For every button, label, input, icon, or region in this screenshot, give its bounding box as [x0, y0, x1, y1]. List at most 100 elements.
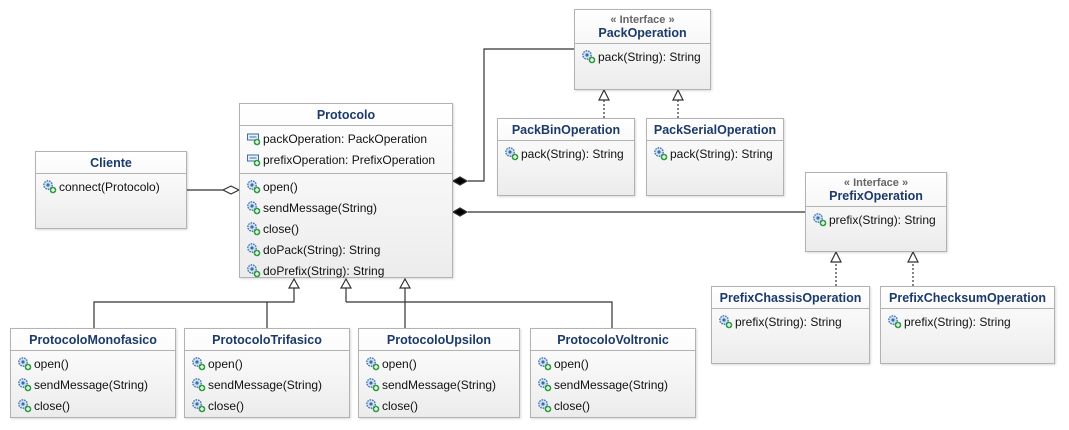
operation-row[interactable]: close() — [11, 395, 175, 416]
generalization-arrowhead — [339, 277, 353, 289]
operation-row[interactable]: open() — [240, 176, 452, 197]
class-prefixchassisoperation[interactable]: PrefixChassisOperation prefix(String): S… — [711, 286, 870, 364]
operations-compartment: prefix(String): String — [806, 207, 946, 233]
operations-compartment: pack(String): String — [647, 141, 783, 167]
class-name: Protocolo — [316, 108, 376, 122]
operation-label: open() — [208, 356, 243, 371]
operation-row[interactable]: sendMessage(String) — [185, 374, 349, 395]
class-protocolovoltronic[interactable]: ProtocoloVoltronic open() sendMessage(St… — [530, 328, 696, 418]
operation-icon — [43, 180, 57, 194]
operation-icon — [366, 399, 380, 413]
operation-icon — [192, 378, 206, 392]
class-cliente[interactable]: Cliente connect(Protocolo) — [35, 151, 187, 229]
operations-compartment: open() sendMessage(String) close() — [531, 351, 695, 419]
operation-row[interactable]: pack(String): String — [498, 143, 634, 164]
operation-row[interactable]: connect(Protocolo) — [36, 176, 186, 197]
composition-diamond-pack — [451, 176, 469, 186]
operation-icon — [538, 378, 552, 392]
operation-icon — [247, 243, 261, 257]
class-protocolotrifasico[interactable]: ProtocoloTrifasico open() sendMessage(St… — [184, 328, 350, 418]
realization-arrowhead — [830, 250, 842, 263]
operations-compartment: open() sendMessage(String) close() doPac… — [240, 174, 452, 284]
operations-compartment: connect(Protocolo) — [36, 174, 186, 200]
operation-row[interactable]: sendMessage(String) — [11, 374, 175, 395]
class-protocoloupsilon[interactable]: ProtocoloUpsilon open() sendMessage(Stri… — [358, 328, 520, 418]
interface-packoperation[interactable]: « Interface » PackOperation pack(String)… — [574, 9, 711, 90]
operation-row[interactable]: close() — [531, 395, 695, 416]
generalization-voltronic — [346, 301, 613, 328]
stereotype-label: « Interface » — [610, 14, 675, 26]
operation-row[interactable]: prefix(String): String — [881, 311, 1054, 332]
operation-label: open() — [554, 356, 589, 371]
operation-row[interactable]: doPrefix(String): String — [240, 260, 452, 281]
generalization-arrowhead — [287, 277, 301, 289]
class-name: ProtocoloMonofasico — [29, 333, 157, 347]
generalization-monofasico — [93, 288, 295, 328]
operation-row[interactable]: prefix(String): String — [806, 209, 946, 230]
realization-arrowhead — [598, 88, 610, 101]
attribute-icon — [247, 133, 261, 146]
class-packbinoperation[interactable]: PackBinOperation pack(String): String — [497, 118, 635, 196]
operation-icon — [654, 147, 668, 161]
class-header: « Interface » PrefixOperation — [806, 173, 946, 207]
operation-label: close() — [263, 221, 300, 236]
operations-compartment: open() sendMessage(String) close() — [359, 351, 519, 419]
operation-row[interactable]: sendMessage(String) — [359, 374, 519, 395]
operation-icon — [538, 357, 552, 371]
attribute-icon — [247, 154, 261, 167]
attribute-row[interactable]: packOperation: PackOperation — [240, 128, 452, 149]
attribute-row[interactable]: prefixOperation: PrefixOperation — [240, 149, 452, 170]
operation-label: doPack(String): String — [263, 242, 381, 257]
operation-label: close() — [554, 398, 591, 413]
stereotype-label: « Interface » — [843, 177, 909, 189]
class-name: PackOperation — [598, 26, 687, 40]
class-packserialoperation[interactable]: PackSerialOperation pack(String): String — [646, 118, 784, 196]
operation-label: sendMessage(String) — [554, 377, 669, 392]
operation-row[interactable]: sendMessage(String) — [531, 374, 695, 395]
operation-label: open() — [382, 356, 417, 371]
operation-row[interactable]: open() — [531, 353, 695, 374]
operation-label: close() — [34, 398, 71, 413]
operation-row[interactable]: open() — [185, 353, 349, 374]
operation-row[interactable]: close() — [185, 395, 349, 416]
class-header: PackSerialOperation — [647, 119, 783, 141]
interface-prefixoperation[interactable]: « Interface » PrefixOperation prefix(Str… — [805, 172, 947, 252]
operation-label: close() — [382, 398, 419, 413]
class-protocolo[interactable]: Protocolo packOperation: PackOperation p… — [239, 103, 453, 278]
class-protocolomonofasico[interactable]: ProtocoloMonofasico open() sendMessage(S… — [10, 328, 176, 418]
operation-row[interactable]: prefix(String): String — [712, 311, 869, 332]
class-header: ProtocoloVoltronic — [531, 329, 695, 351]
class-prefixchecksumoperation[interactable]: PrefixChecksumOperation prefix(String): … — [880, 286, 1055, 364]
operations-compartment: pack(String): String — [575, 44, 710, 70]
class-header: ProtocoloUpsilon — [359, 329, 519, 351]
operation-row[interactable]: open() — [359, 353, 519, 374]
operation-icon — [247, 180, 261, 194]
operation-row[interactable]: pack(String): String — [575, 46, 710, 67]
class-name: ProtocoloVoltronic — [557, 333, 669, 347]
operation-label: open() — [263, 179, 298, 194]
operation-row[interactable]: pack(String): String — [647, 143, 783, 164]
operation-row[interactable]: sendMessage(String) — [240, 197, 452, 218]
operation-label: prefix(String): String — [904, 314, 1011, 329]
operation-icon — [505, 147, 519, 161]
operation-icon — [18, 378, 32, 392]
operations-compartment: open() sendMessage(String) close() — [11, 351, 175, 419]
operation-label: doPrefix(String): String — [263, 263, 385, 278]
class-name: PrefixChassisOperation — [719, 291, 862, 305]
operation-label: connect(Protocolo) — [59, 179, 160, 194]
operation-row[interactable]: open() — [11, 353, 175, 374]
operation-row[interactable]: close() — [359, 395, 519, 416]
operation-label: pack(String): String — [521, 146, 624, 161]
composition-diamond-prefix — [451, 207, 469, 217]
attribute-label: prefixOperation: PrefixOperation — [263, 152, 436, 167]
class-header: PrefixChassisOperation — [712, 287, 869, 309]
operation-label: open() — [34, 356, 69, 371]
composition-protocolo-packoperation — [468, 48, 574, 182]
operations-compartment: prefix(String): String — [712, 309, 869, 335]
operation-icon — [888, 315, 902, 329]
operation-icon — [247, 222, 261, 236]
operation-row[interactable]: close() — [240, 218, 452, 239]
operation-row[interactable]: doPack(String): String — [240, 239, 452, 260]
class-header: ProtocoloMonofasico — [11, 329, 175, 351]
class-name: PrefixOperation — [829, 189, 923, 203]
